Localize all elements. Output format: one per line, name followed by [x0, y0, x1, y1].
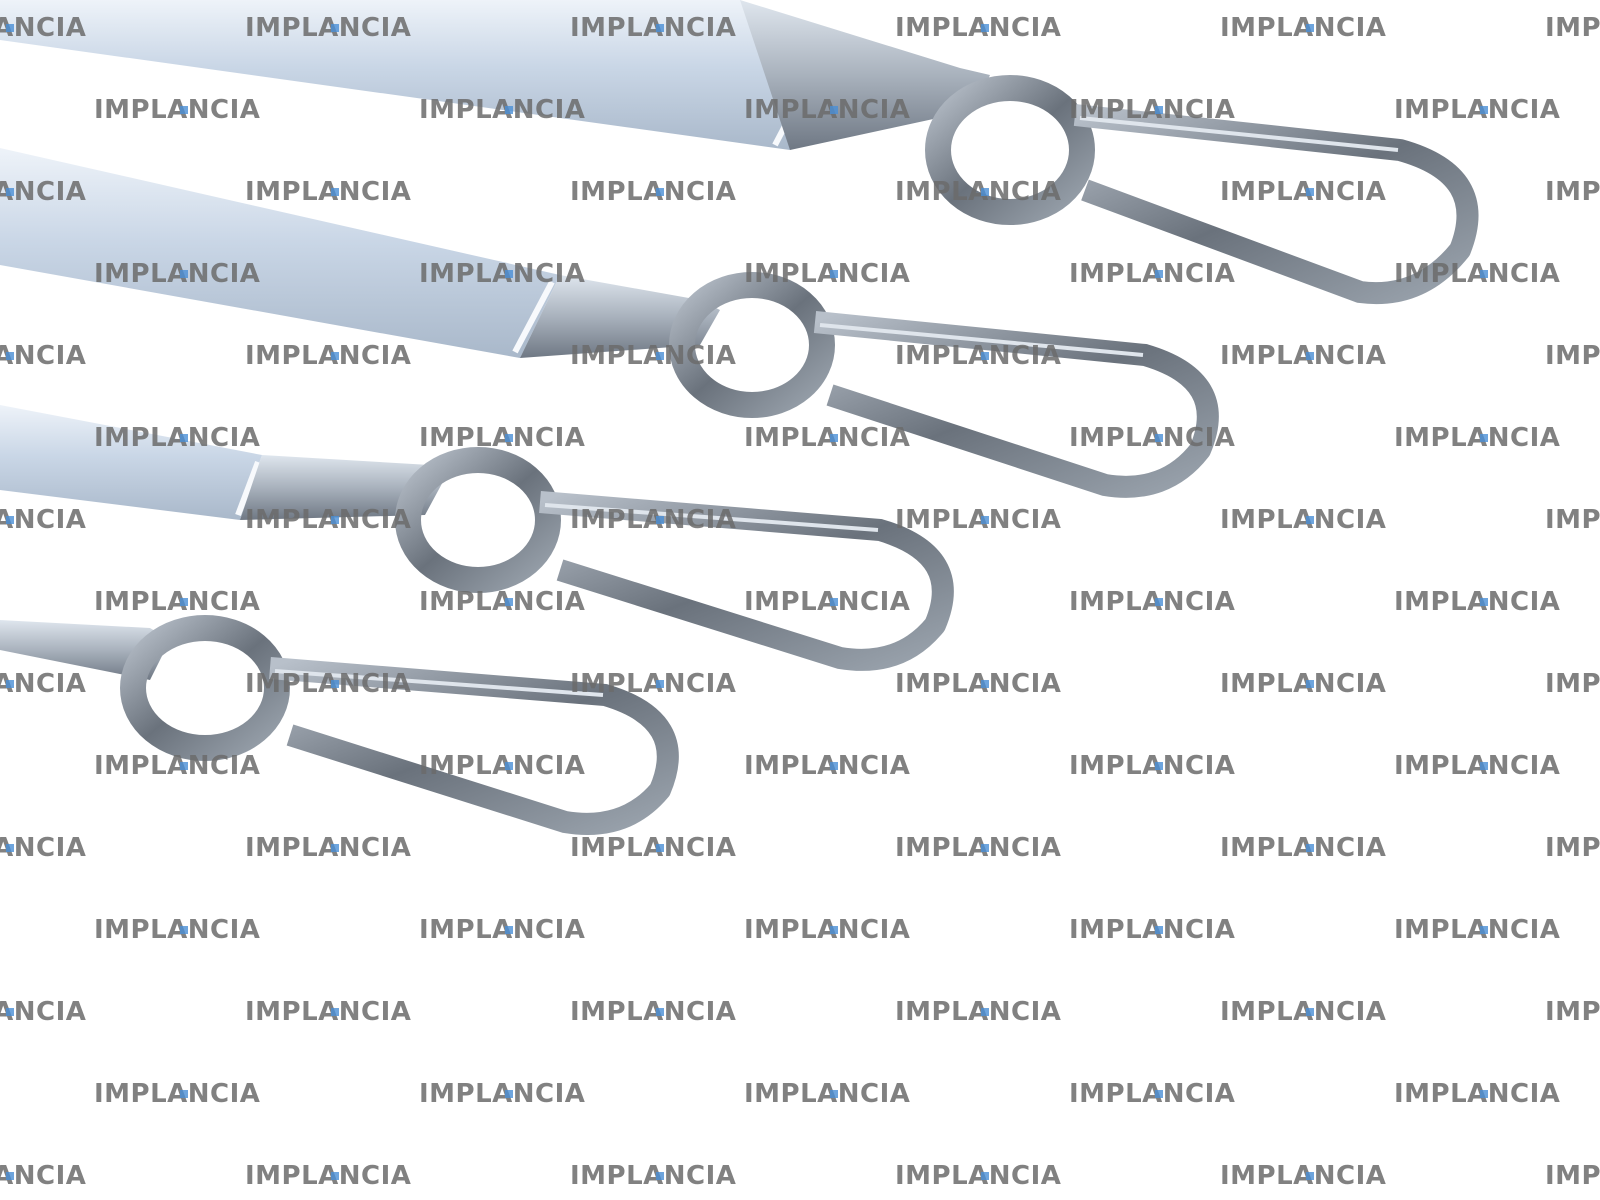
- retractor-4-loop: [269, 657, 679, 835]
- retractor-4-ring: [120, 615, 290, 761]
- retractor-2-blade: [0, 148, 560, 358]
- retractor-3: [0, 405, 954, 671]
- retractor-1-loop: [1073, 104, 1479, 304]
- retractor-1: [0, 0, 1479, 304]
- retractor-3-blade: [0, 405, 262, 520]
- retractor-3-ring: [395, 447, 561, 593]
- retractor-2-loop: [813, 311, 1219, 498]
- retractor-1-shank: [740, 0, 990, 150]
- retractor-2: [0, 148, 1219, 498]
- retractor-3-shank: [240, 455, 445, 520]
- retractor-3-loop: [539, 491, 954, 671]
- retractor-1-blade: [0, 0, 850, 150]
- retractor-4: [0, 615, 679, 835]
- retractor-2-ring: [669, 272, 835, 418]
- retractor-1-ring: [925, 75, 1095, 225]
